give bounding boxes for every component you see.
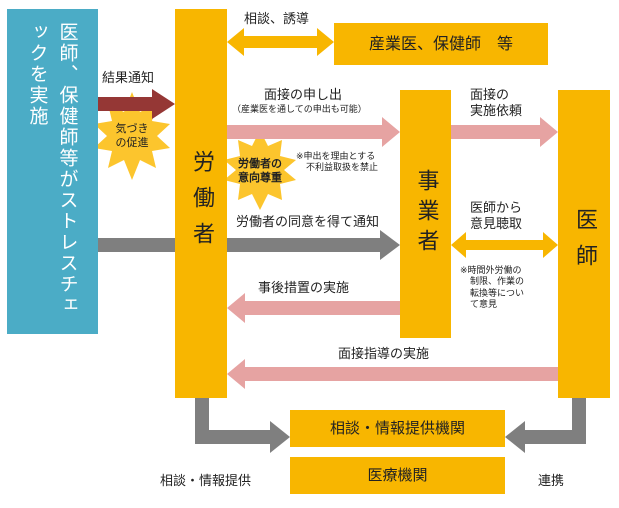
consult-guide-arrow xyxy=(227,28,334,56)
worker-respect-line-2: 意向尊重 xyxy=(238,170,282,184)
consent-notice-arrow xyxy=(98,230,400,260)
after-measures-label: 事後措置の実施 xyxy=(258,281,350,296)
overtime-line-3: 転換等につい xyxy=(470,288,525,299)
consult-info-label: 相談・情報提供 xyxy=(160,474,252,489)
doctor-institution-arrow xyxy=(505,398,586,453)
disadvantage-line-2: 不利益取扱を禁止 xyxy=(306,163,379,174)
guidance-label: 面接指導の実施 xyxy=(338,347,430,362)
awareness-label: 気づき の促進 xyxy=(110,122,154,150)
stress-check-text: 医師、保健師等がストレスチェックを実施 xyxy=(26,21,79,316)
interview-exec-line-2: 実施依頼 xyxy=(470,103,523,119)
opinion-arrow xyxy=(451,232,558,258)
consult-guide-label: 相談、誘導 xyxy=(244,12,310,27)
worker-box: 労働者 xyxy=(175,9,227,398)
interview-request-arrow xyxy=(227,117,400,147)
stress-check-box: 医師、保健師等がストレスチェックを実施 xyxy=(7,9,98,334)
doctor-text: 医師 xyxy=(572,208,597,280)
employer-text: 事業者 xyxy=(413,169,439,259)
disadvantage-line-1: ※申出を理由とする xyxy=(296,152,376,162)
overtime-line-1: ※時間外労働の xyxy=(460,266,522,276)
interview-exec-arrow xyxy=(451,117,558,147)
awareness-burst xyxy=(94,92,170,180)
after-measures-arrow xyxy=(227,293,400,323)
guidance-arrow xyxy=(227,359,558,389)
opinion-line-2: 意見聴取 xyxy=(470,216,523,232)
opinion-line-1: 医師から xyxy=(470,201,523,216)
interview-request-sub: （産業医を通しての申出も可能） xyxy=(232,105,367,115)
worker-text: 労働者 xyxy=(189,149,214,258)
awareness-line-2: の促進 xyxy=(115,135,149,149)
worker-respect-line-1: 労働者の xyxy=(238,157,282,170)
cooperation-label: 連携 xyxy=(538,474,565,489)
consent-notice-label: 労働者の同意を得て通知 xyxy=(236,215,380,230)
worker-institution-arrow xyxy=(195,398,290,453)
overtime-line-2: 制限、作業の xyxy=(470,277,525,288)
result-notice-arrow xyxy=(98,89,175,119)
overtime-line-4: て意見 xyxy=(470,299,498,310)
interview-exec-label: 面接の 実施依頼 xyxy=(470,88,522,119)
worker-respect-burst xyxy=(224,130,296,210)
worker-respect-label: 労働者の 意向尊重 xyxy=(236,157,284,185)
employer-box: 事業者 xyxy=(400,90,451,338)
consult-org-box: 相談・情報提供機関 xyxy=(290,410,505,447)
opinion-label: 医師から 意見聴取 xyxy=(470,201,522,232)
awareness-line-1: 気づき xyxy=(115,122,149,135)
interview-exec-line-1: 面接の xyxy=(470,88,510,103)
disadvantage-note: ※申出を理由とする 不利益取扱を禁止 xyxy=(296,152,378,175)
interview-request-label: 面接の申し出 xyxy=(264,88,343,103)
result-notice-label: 結果通知 xyxy=(102,71,155,86)
doctor-box: 医師 xyxy=(558,90,610,398)
overtime-note: ※時間外労働の 制限、作業の 転換等につい て意見 xyxy=(460,266,524,311)
medical-org-box: 医療機関 xyxy=(290,457,505,494)
occupational-box: 産業医、保健師 等 xyxy=(334,23,548,65)
